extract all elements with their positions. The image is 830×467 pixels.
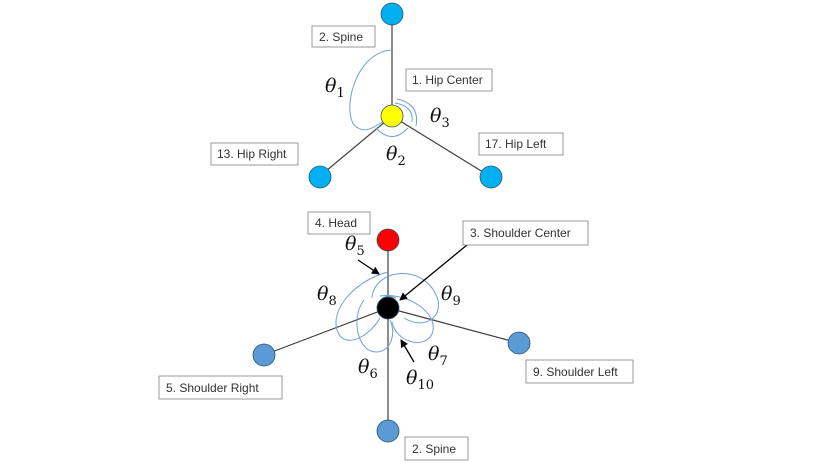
bone-hip-center-hip-right <box>319 115 393 177</box>
theta9-label: θ9 <box>441 283 461 309</box>
svg-text:1. Hip Center: 1. Hip Center <box>412 73 483 87</box>
theta3-arc-outer <box>396 98 418 127</box>
label-shoulder-center: 3. Shoulder Center <box>462 220 589 246</box>
shoulder-center-joint <box>376 296 400 320</box>
svg-text:3. Shoulder Center: 3. Shoulder Center <box>470 226 571 240</box>
theta2-label: θ2 <box>386 143 406 169</box>
svg-text:17. Hip Left: 17. Hip Left <box>485 137 547 151</box>
head-joint <box>376 228 400 252</box>
label-spine-top: 2. Spine <box>311 25 376 48</box>
hip-left-joint <box>479 165 503 189</box>
label-shoulder-left: 9. Shoulder Left <box>525 359 634 384</box>
svg-text:9. Shoulder Left: 9. Shoulder Left <box>533 365 618 379</box>
svg-text:2. Spine: 2. Spine <box>412 442 456 456</box>
theta8-arc <box>335 271 389 341</box>
theta5-pointer-arrow <box>357 259 380 275</box>
shoulder-diagram: 4. Head 3. Shoulder Center 5. Shoulder R… <box>158 211 634 461</box>
theta3-arc <box>394 102 413 123</box>
label-shoulder-right: 5. Shoulder Right <box>158 375 283 400</box>
theta1-arc <box>349 49 393 131</box>
spine-joint-upper <box>380 2 404 26</box>
theta5-label: θ5 <box>345 233 365 259</box>
spine-joint-lower <box>376 419 400 443</box>
label-hip-left: 17. Hip Left <box>478 132 564 156</box>
label-head: 4. Head <box>307 211 371 235</box>
theta6-arc <box>356 299 394 353</box>
shoulder-left-joint <box>507 331 531 355</box>
label-hip-right: 13. Hip Right <box>210 142 299 166</box>
svg-text:5. Shoulder Right: 5. Shoulder Right <box>166 381 259 395</box>
theta6-label: θ6 <box>358 356 378 382</box>
svg-text:2. Spine: 2. Spine <box>319 30 363 44</box>
svg-text:13. Hip Right: 13. Hip Right <box>217 147 287 161</box>
theta10-label: θ10 <box>406 367 434 393</box>
label-spine-bottom: 2. Spine <box>404 436 469 461</box>
theta9-arc <box>371 273 440 324</box>
theta7-label: θ7 <box>428 343 448 369</box>
svg-text:4. Head: 4. Head <box>315 216 357 230</box>
hip-right-joint <box>308 165 332 189</box>
theta8-label: θ8 <box>317 283 337 309</box>
theta1-label: θ1 <box>325 75 345 101</box>
shoulder-center-pointer-arrow <box>399 244 468 301</box>
hip-diagram: 2. Spine 1. Hip Center 13. Hip Right 17.… <box>210 2 564 189</box>
bone-hip-center-hip-left <box>391 115 492 178</box>
label-hip-center: 1. Hip Center <box>405 68 493 92</box>
bone-shoulder-center-shoulder-left <box>387 307 520 344</box>
bone-shoulder-center-shoulder-right <box>263 307 389 356</box>
theta3-label: θ3 <box>430 105 450 131</box>
theta10-pointer-arrow <box>400 339 415 363</box>
hip-center-joint <box>380 104 404 128</box>
shoulder-right-joint <box>252 343 276 367</box>
theta2-arc <box>375 127 409 137</box>
